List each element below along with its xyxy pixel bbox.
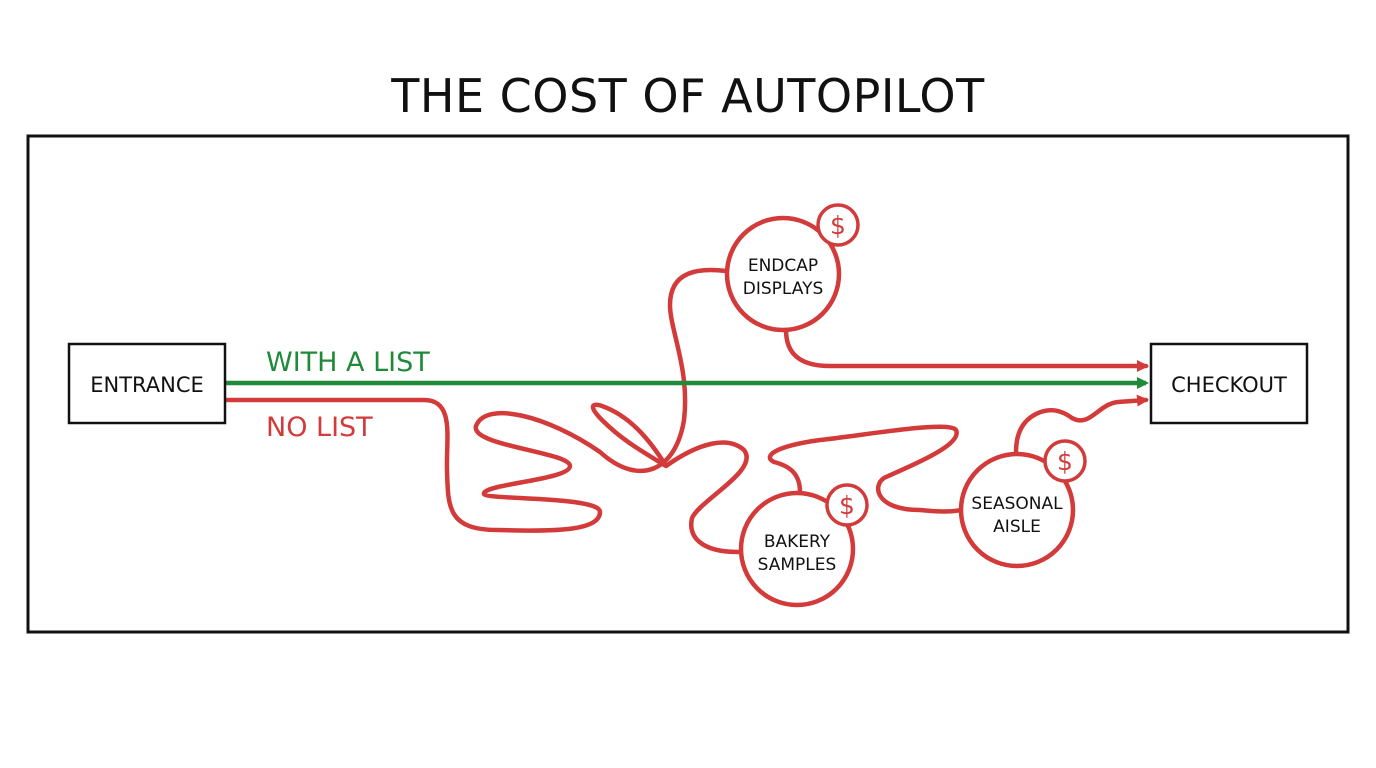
no-list-label: NO LIST bbox=[266, 412, 373, 443]
no-list-path-seasonal-exit bbox=[1013, 394, 1149, 455]
entrance-label: ENTRANCE bbox=[90, 373, 204, 397]
svg-text:$: $ bbox=[830, 211, 846, 240]
no-list-path-endcap-exit bbox=[783, 327, 1149, 372]
bakery-samples-stop: BAKERY SAMPLES $ bbox=[738, 483, 869, 608]
bakery-line2: SAMPLES bbox=[758, 555, 837, 575]
endcap-dollar-icon: $ bbox=[816, 203, 860, 247]
svg-text:$: $ bbox=[1057, 447, 1073, 476]
checkout-label: CHECKOUT bbox=[1171, 373, 1287, 397]
seasonal-aisle-stop: SEASONAL AISLE $ bbox=[958, 439, 1087, 569]
seasonal-line1: SEASONAL bbox=[971, 494, 1063, 514]
checkout-node: CHECKOUT bbox=[1149, 342, 1309, 425]
no-list-path-middle bbox=[767, 424, 965, 514]
store-frame bbox=[26, 134, 1350, 634]
seasonal-line2: AISLE bbox=[993, 517, 1041, 537]
no-list-path-loop bbox=[590, 402, 749, 555]
endcap-line2: DISPLAYS bbox=[743, 279, 824, 299]
endcap-line1: ENDCAP bbox=[748, 256, 818, 276]
diagram-title: THE COST OF AUTOPILOT bbox=[391, 69, 985, 123]
endcap-displays-stop: ENDCAP DISPLAYS $ bbox=[724, 203, 860, 333]
bakery-line1: BAKERY bbox=[764, 532, 831, 552]
seasonal-dollar-icon: $ bbox=[1043, 439, 1087, 483]
svg-text:$: $ bbox=[839, 491, 855, 520]
with-list-label: WITH A LIST bbox=[266, 347, 430, 378]
bakery-dollar-icon: $ bbox=[825, 483, 869, 527]
entrance-node: ENTRANCE bbox=[67, 342, 227, 425]
no-list-path bbox=[223, 267, 729, 533]
